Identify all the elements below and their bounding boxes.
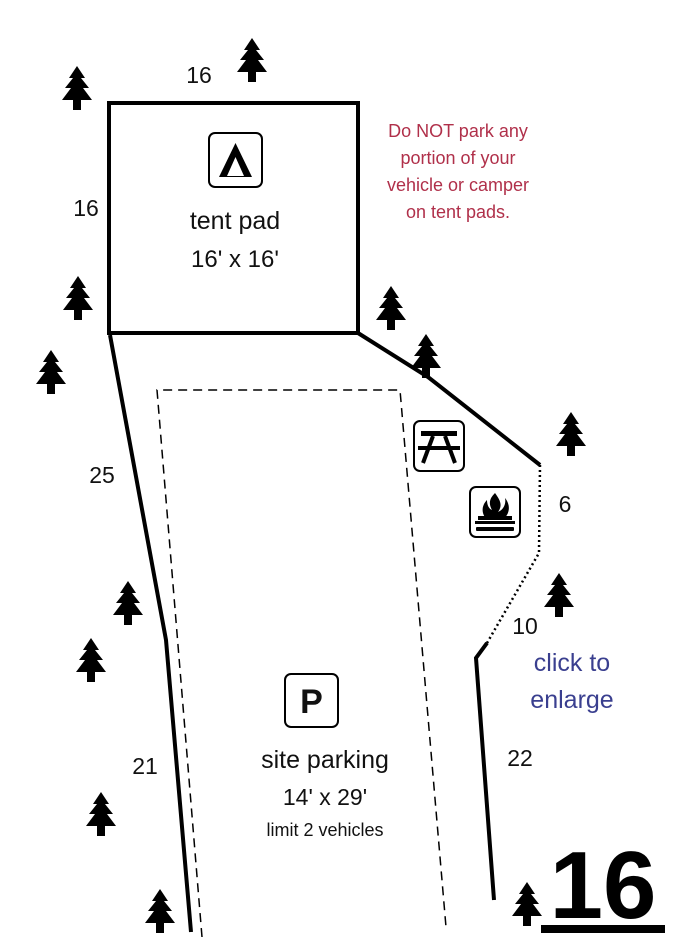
dimension-right-fire: 6 xyxy=(559,491,572,517)
enlarge-link-line-1[interactable]: click to xyxy=(534,649,610,677)
tent-pad-outline xyxy=(107,101,360,335)
enlarge-link[interactable]: click to enlarge xyxy=(530,649,613,714)
parking-area-outline xyxy=(156,389,447,938)
warning-line-2: portion of your xyxy=(400,148,515,168)
dimension-right-lower: 22 xyxy=(507,745,533,771)
warning-line-4: on tent pads. xyxy=(406,202,510,222)
tree-icon xyxy=(36,350,66,394)
tree-icon xyxy=(63,276,93,320)
tree-icon xyxy=(145,889,175,933)
warning-line-3: vehicle or camper xyxy=(387,175,529,195)
dimension-left-lower: 21 xyxy=(132,753,158,779)
campfire-icon xyxy=(469,486,521,538)
tent-pad-label: tent pad xyxy=(190,207,280,235)
dimension-tent-pad-left: 16 xyxy=(73,195,99,221)
tent-icon xyxy=(208,132,263,188)
parking-icon-letter: P xyxy=(300,683,323,721)
tree-icon xyxy=(86,792,116,836)
dimension-tent-pad-top: 16 xyxy=(186,62,212,88)
tree-icon xyxy=(76,638,106,682)
tree-icon xyxy=(512,882,542,926)
site-number-underline xyxy=(541,925,665,933)
enlarge-link-line-2[interactable]: enlarge xyxy=(530,686,613,714)
tent-pad-size: 16' x 16' xyxy=(191,246,279,273)
parking-label: site parking xyxy=(261,746,389,774)
dimension-right-mid: 10 xyxy=(512,613,538,639)
warning-line-1: Do NOT park any xyxy=(388,121,528,141)
parking-limit: limit 2 vehicles xyxy=(266,820,383,840)
site-number: 16 xyxy=(550,832,657,939)
tree-icon xyxy=(62,66,92,110)
tree-icon xyxy=(113,581,143,625)
tree-icon xyxy=(376,286,406,330)
site-boundary-right-lower xyxy=(473,641,496,901)
dimension-left-upper: 25 xyxy=(89,462,115,488)
tree-icon xyxy=(237,38,267,82)
parking-icon: P xyxy=(284,673,339,728)
tree-icon xyxy=(544,573,574,617)
tree-icon xyxy=(556,412,586,456)
parking-size: 14' x 29' xyxy=(283,784,367,810)
site-boundary-left xyxy=(108,334,193,933)
picnic-table-icon xyxy=(413,420,465,472)
